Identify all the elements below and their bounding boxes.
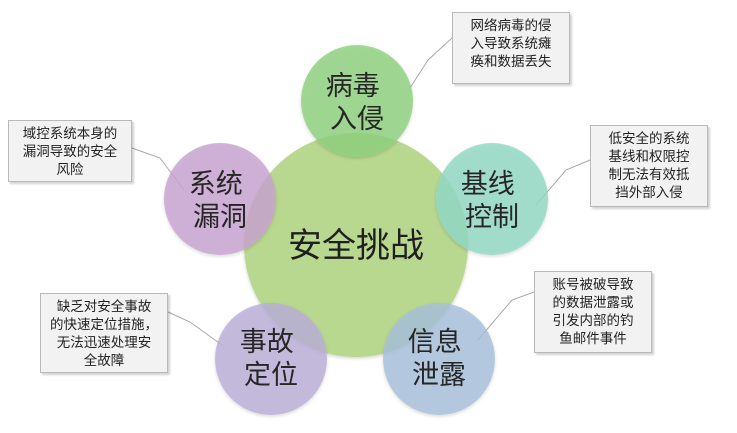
leader-line-locate xyxy=(167,311,223,346)
node-locate-label: 事故 定位 xyxy=(240,327,303,391)
center-circle xyxy=(244,133,468,357)
node-vuln-label-line1: 系统 xyxy=(189,169,243,200)
node-intrusion-label-line1: 病毒 xyxy=(326,71,380,102)
leader-line-intrusion xyxy=(409,37,453,89)
node-intrusion-label-line2: 入侵 xyxy=(330,104,384,135)
node-baseline-label-line2: 控制 xyxy=(465,202,519,233)
node-intrusion-label: 病毒 入侵 xyxy=(326,71,389,135)
node-vuln-label-line2: 漏洞 xyxy=(193,202,247,233)
center-label: 安全挑战 xyxy=(288,226,424,266)
callout-baseline: 低安全的系统 基线和权限控 制无法有效抵 挡外部入侵 xyxy=(590,125,708,207)
node-baseline-circle xyxy=(436,143,548,255)
callout-intrusion: 网络病毒的侵 入导致系统瘫 痪和数据丢失 xyxy=(452,12,570,84)
node-vuln-circle xyxy=(164,143,276,255)
callout-vuln: 域控系统本身的 漏洞导致的安全 风险 xyxy=(8,120,132,182)
node-intrusion-circle xyxy=(301,45,413,157)
node-leak-label-line2: 泄露 xyxy=(412,360,466,391)
node-locate-label-line2: 定位 xyxy=(244,360,298,391)
node-baseline-label-line1: 基线 xyxy=(461,169,515,200)
node-leak-label: 信息 泄露 xyxy=(408,327,471,391)
node-locate-circle xyxy=(215,303,327,415)
node-baseline-label: 基线 控制 xyxy=(461,169,524,233)
callout-locate: 缺乏对安全事故 的快速定位措施， 无法迅速处理安 全故障 xyxy=(40,293,168,373)
callout-leak: 账号被破导致 的数据泄露或 引发内部的钓 鱼邮件事件 xyxy=(534,271,652,353)
node-leak-label-line1: 信息 xyxy=(408,327,462,358)
leader-line-leak xyxy=(477,291,535,341)
node-leak-circle xyxy=(383,303,495,415)
node-locate-label-line1: 事故 xyxy=(240,327,294,358)
node-vuln-label: 系统 漏洞 xyxy=(189,169,252,233)
